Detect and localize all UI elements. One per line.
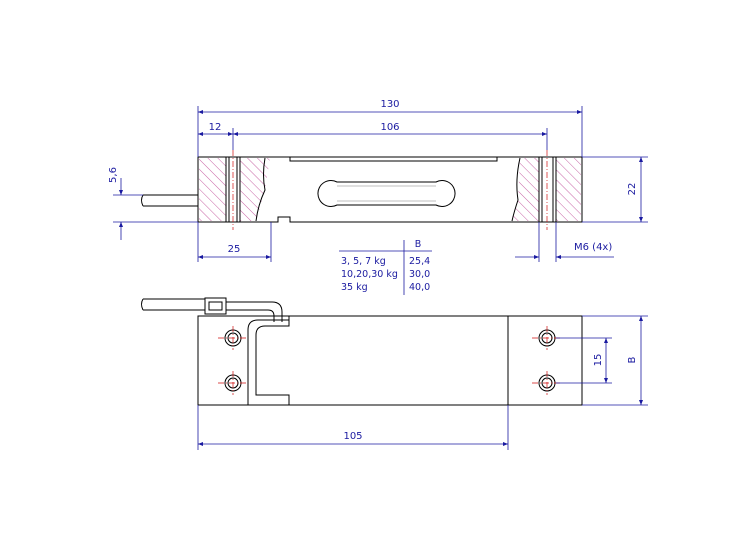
capacity-table: B 3, 5, 7 kg 25,4 10,20,30 kg 30,0 35 kg…: [339, 239, 432, 295]
dim-12-label: 12: [209, 122, 222, 133]
dim-m6-label: M6 (4x): [574, 242, 612, 253]
top-view: [141, 297, 583, 406]
dim-hole-positions: 12 106: [198, 122, 548, 150]
dim-overall-length: 130: [197, 99, 583, 157]
table-row-capacity: 10,20,30 kg: [341, 269, 398, 280]
dim-15-label: 15: [593, 354, 604, 367]
dim-5-6-label: 5,6: [108, 167, 119, 183]
table-row-b-value: 25,4: [409, 256, 430, 267]
side-bone-cutout: [317, 180, 456, 207]
top-hole-left-upper: [218, 326, 248, 350]
dim-thread-callout: M6 (4x): [515, 222, 614, 262]
dim-hole-pitch: 15: [556, 337, 612, 384]
side-body-outline: [197, 156, 583, 223]
dim-height: 22: [582, 156, 648, 223]
table-row-b-value: 40,0: [409, 282, 430, 293]
table-header-b: B: [415, 239, 422, 250]
dim-22-label: 22: [627, 183, 638, 196]
dim-105-label: 105: [343, 431, 362, 442]
side-hole-left: [225, 150, 241, 230]
side-hole-right: [538, 150, 557, 230]
top-body-outline: [197, 315, 583, 406]
dim-bottom-length: 105: [197, 405, 509, 450]
table-row-b-value: 30,0: [409, 269, 430, 280]
cable-clamp: [204, 297, 227, 315]
dim-width-b: B: [582, 315, 648, 406]
side-cable: [141, 194, 198, 207]
top-hole-left-lower: [218, 371, 248, 395]
dim-cable-offset: 25: [197, 222, 272, 262]
dim-b-label: B: [627, 356, 638, 363]
dim-130-label: 130: [380, 99, 399, 110]
dim-25-label: 25: [228, 244, 241, 255]
table-row-capacity: 35 kg: [341, 282, 368, 293]
table-row-capacity: 3, 5, 7 kg: [341, 256, 386, 267]
side-view: [141, 150, 583, 230]
top-cable: [141, 297, 283, 322]
top-strain-slot: [247, 316, 290, 405]
dim-106-label: 106: [380, 122, 399, 133]
dim-cable-height: 5,6: [108, 167, 198, 240]
top-hole-right-lower: [532, 371, 562, 395]
